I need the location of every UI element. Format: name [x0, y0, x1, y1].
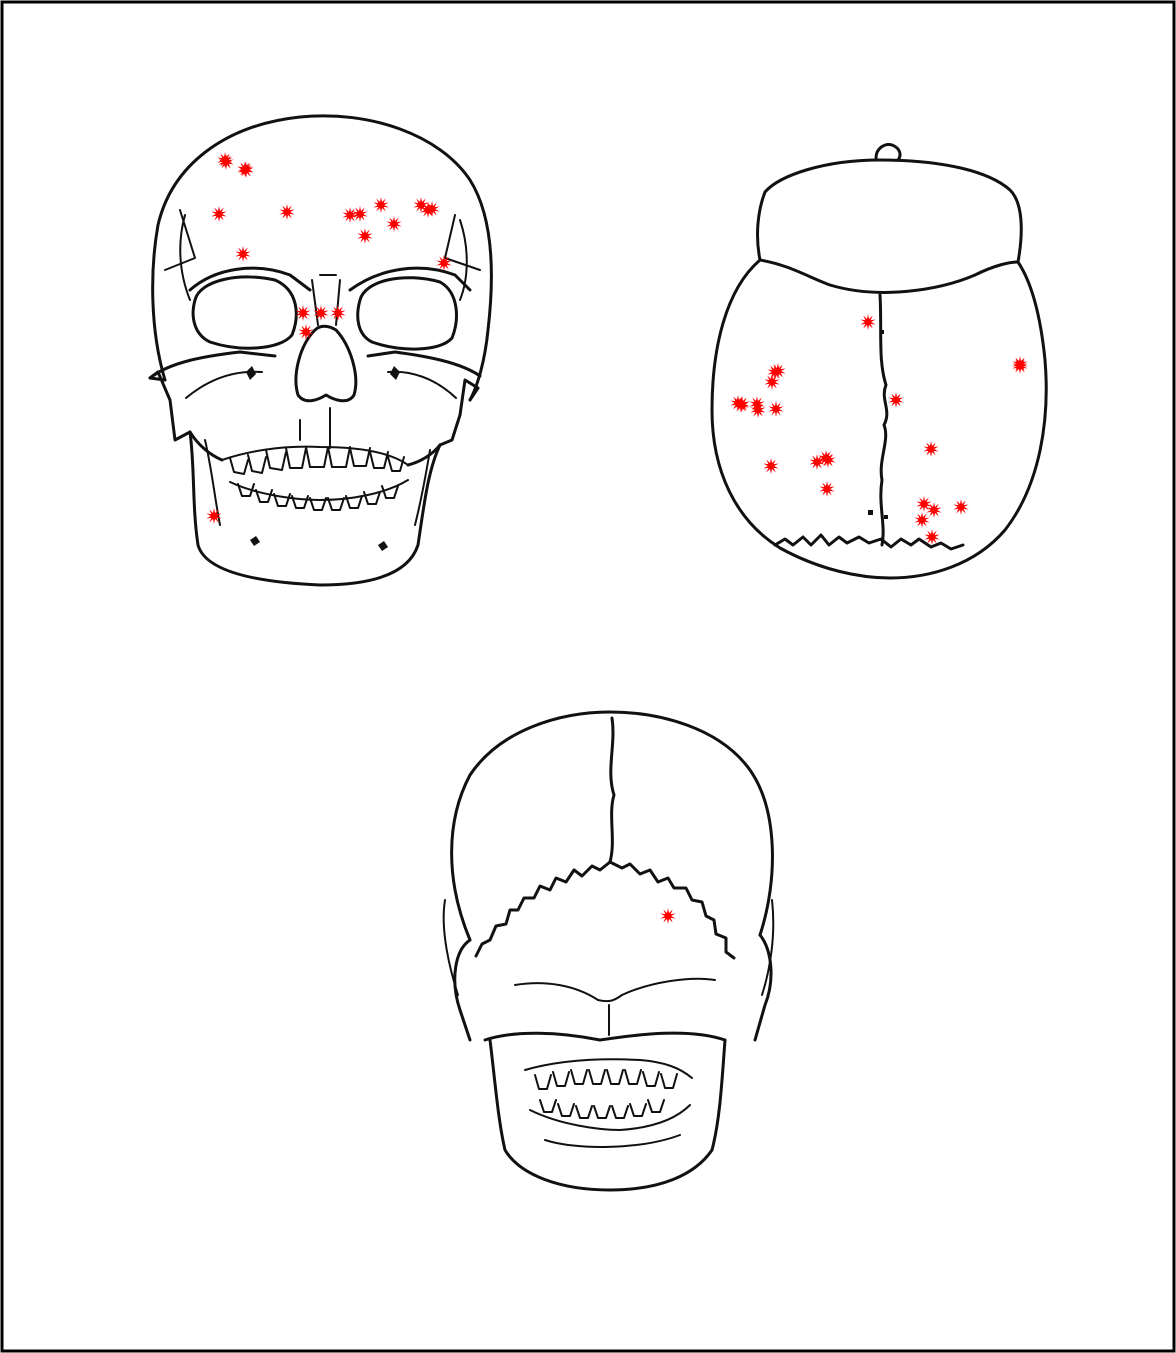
skull-lesion-diagram	[0, 0, 1176, 1353]
figure-frame	[2, 2, 1174, 1351]
